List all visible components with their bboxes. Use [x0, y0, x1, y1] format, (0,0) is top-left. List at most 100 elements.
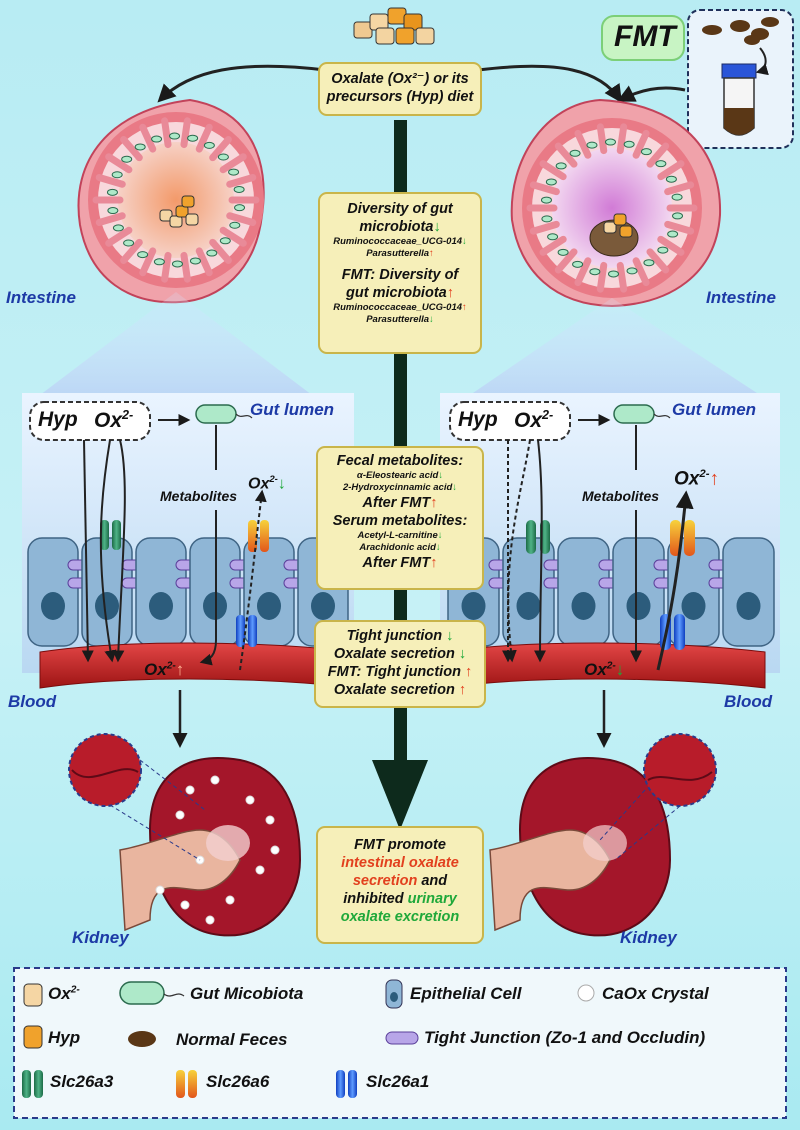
ox-charge: 2- [70, 984, 80, 996]
intestine-left-villus [180, 251, 191, 283]
intestine-left-villus [209, 136, 232, 162]
legend-hyp-label: Hyp [48, 1028, 81, 1047]
ox-text: Ox [48, 984, 71, 1003]
diet-to-left-arrow [157, 64, 326, 103]
caox-crystal [255, 865, 265, 875]
legend-slc26a1-label: Slc26a1 [366, 1072, 430, 1091]
feces-icon [702, 17, 779, 45]
intestine-right-villus [632, 257, 650, 287]
intestine-right-villus [539, 160, 567, 181]
zoom-beam-left [40, 292, 312, 395]
caox-crystal [210, 775, 220, 785]
intestine-right-villus [616, 261, 628, 293]
intestine-right-illustration [510, 98, 722, 308]
diversity-line1: Diversity of gut [347, 201, 453, 217]
diversity-line4: Parasutterella [366, 248, 430, 259]
hyp-ox-pill-left [29, 401, 151, 441]
ox-blood-left: Ox2-↑ [144, 660, 184, 680]
legend-slc26a1-icon [336, 1070, 345, 1098]
intestine-left-bacterium [111, 171, 123, 179]
intestine-left-bacterium [106, 188, 118, 196]
conclusion-line4: inhibited [343, 891, 404, 907]
intestine-left-villus [195, 123, 213, 153]
intestine-left-bacterium [134, 143, 146, 151]
intestine-left-bacterium [187, 134, 199, 142]
diversity-line5: FMT: Diversity of [341, 267, 459, 283]
left-cell-nucleus [257, 592, 281, 620]
intestine-right-villus [554, 142, 578, 168]
intestine-left-villus [161, 251, 172, 283]
caox-crystal [265, 815, 275, 825]
ox-label-right: Ox2- [514, 408, 553, 433]
down-arrow: ↓ [452, 482, 458, 493]
diversity-line3: Ruminococcaceae_UCG-014 [333, 236, 463, 247]
metabolites-box: Fecal metabolites: α-Eleostearic acid↓ 2… [316, 446, 484, 590]
intestine-left-villus [219, 153, 247, 174]
slc26a3-transporter-left-b [112, 520, 121, 550]
intestine-left-bacterium [217, 153, 229, 161]
intestine-right-bacterium [623, 140, 635, 148]
legend-tight-junction-label: Tight Junction (Zo-1 and Occludin) [424, 1028, 706, 1047]
legend-ox-swatch [23, 983, 43, 1007]
intestine-left-villus [161, 117, 172, 149]
legend-hyp-swatch [23, 1025, 43, 1049]
down-arrow: ↓ [462, 236, 467, 247]
legend-slc26a3-icon-b [34, 1070, 43, 1098]
diversity-box: Diversity of gut microbiota↓ Ruminococca… [318, 192, 482, 354]
intestine-left-bacterium [153, 258, 165, 266]
up-arrow: ↑ [429, 248, 434, 259]
legend-slc26a1-icon-b [348, 1070, 357, 1098]
zoom-beam-right [470, 298, 760, 395]
down-arrow: ↓ [429, 314, 434, 325]
intestine-left-villus [180, 117, 191, 149]
intestine-right-bacterium [626, 267, 638, 275]
right-cell-nucleus [516, 592, 541, 620]
down-arrow: ↓ [446, 628, 454, 644]
conclusion-line2: intestinal oxalate [341, 855, 459, 871]
epithelial-layer-right [447, 537, 775, 647]
ox-text: Ox [584, 660, 607, 679]
diet-box-line1: Oxalate (Ox²⁻) or its [331, 71, 469, 87]
intestine-right-villus [529, 220, 560, 235]
ox-charge: 2- [122, 408, 134, 422]
legend-caox-crystal-label: CaOx Crystal [602, 984, 709, 1003]
intestine-right-bacterium [541, 215, 553, 223]
blood-right-label: Blood [724, 692, 773, 711]
slc26a3-transporter-right [526, 520, 536, 554]
metabolites-left-label: Metabolites [160, 488, 238, 504]
down-arrow: ↓ [437, 530, 443, 541]
right-cell-nucleus [571, 592, 596, 620]
intestine-right-bacterium [540, 196, 552, 204]
intestine-left-bacterium [169, 132, 181, 140]
intestine-left-bacterium [229, 221, 241, 229]
intestine-right-bacterium [557, 248, 569, 256]
intestine-right-bacterium [672, 212, 684, 220]
ox-charge: 2- [699, 468, 710, 480]
intestine-right-bacterium [547, 233, 559, 241]
ox-label-left: Ox2- [94, 408, 133, 433]
fmt-to-right-arrow [616, 85, 686, 102]
kidney-right-illustration [489, 733, 717, 937]
slc26a1-transporter-left-b [248, 615, 257, 647]
legend-epithelial-cell-label: Epithelial Cell [410, 984, 522, 1003]
legend-gut-microbiota-label: Gut Micobiota [190, 984, 304, 1003]
intestine-left-label: Intestine [6, 288, 76, 307]
intestine-left-bacterium [228, 168, 240, 176]
intestine-left-bacterium [189, 257, 201, 265]
diversity-line8: Parasutterella [366, 314, 430, 325]
intestine-left-illustration [77, 98, 265, 304]
legend-slc26a6-icon-b [188, 1070, 197, 1098]
legend-normal-feces-label: Normal Feces [176, 1030, 288, 1049]
up-arrow: ↑ [709, 468, 720, 490]
intestine-left-villus [95, 173, 126, 188]
gut-lumen-right-label: Gut lumen [672, 400, 757, 419]
flow-arrows-right [502, 414, 694, 671]
metab-line2: α-Eleostearic acid [356, 470, 439, 481]
intestine-right-bacterium [657, 246, 669, 254]
intestine-right-villus [574, 257, 592, 287]
intestine-right-bacterium [665, 175, 677, 183]
intestine-left-villus [226, 173, 257, 188]
intestine-right-villus [539, 235, 567, 256]
conclusion-line3b: and [421, 873, 448, 889]
intestine-right-bacterium [569, 149, 581, 157]
